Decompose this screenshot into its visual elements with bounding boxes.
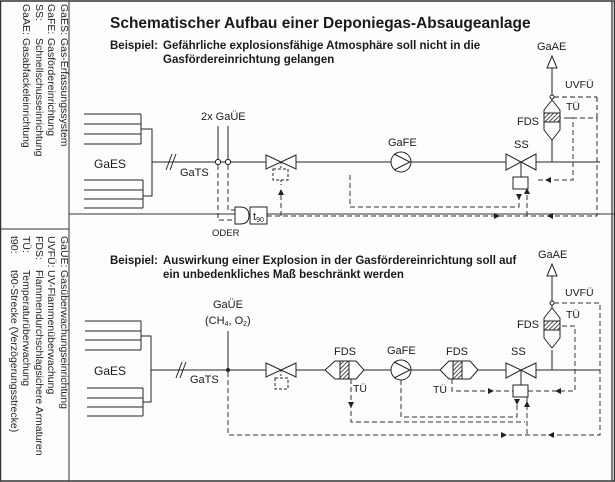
example2-line1: Auswirkung einer Explosion in der Gasför… <box>163 255 517 267</box>
gafe-label-2: GaFE <box>387 345 416 357</box>
t90-label: t90 <box>253 211 264 224</box>
gaae-label-2: GaAE <box>538 249 567 261</box>
example1-label: Beispiel: <box>110 40 158 52</box>
ss-label-2: SS <box>511 346 526 358</box>
fds-vertical-1 <box>543 99 561 141</box>
example-2: Beispiel: Auswirkung einer Explosion in … <box>85 249 601 438</box>
fds-label: FDS <box>517 116 539 128</box>
arrow-markers-1 <box>278 177 553 219</box>
fds3-label: FDS <box>517 319 539 331</box>
tue3-label: TÜ <box>566 309 580 321</box>
example2-line2: ein unbedenkliches Maß beschränkt werden <box>163 269 404 281</box>
uvfue-label: UVFÜ <box>565 79 594 91</box>
gaue-gases: (CH4, O2) <box>205 315 251 328</box>
ss-valve-1 <box>505 140 553 190</box>
tue-label: TÜ <box>566 101 580 113</box>
fds1-label: FDS <box>334 346 356 358</box>
valve-1 <box>265 154 297 185</box>
gaae-stack-1 <box>546 54 598 118</box>
gaae-label: GaAE <box>537 41 566 53</box>
uvfue-label-2: UVFÜ <box>565 287 594 299</box>
gats-label: GaTS <box>180 167 209 179</box>
gafe-pump-2 <box>390 359 412 381</box>
oder-label: ODER <box>212 228 240 239</box>
tue1-label: TÜ <box>353 383 367 395</box>
ss-label: SS <box>514 139 529 151</box>
diagram-title: Schematischer Aufbau einer Deponiegas-Ab… <box>110 15 531 32</box>
ss-valve-2 <box>505 350 553 398</box>
gaes-label-2: GaES <box>94 364 126 378</box>
gafe-label: GaFE <box>388 137 417 149</box>
gaes-label: GaES <box>94 157 126 171</box>
gaae-stack-2 <box>546 262 558 308</box>
gaue-label: 2x GaÜE <box>201 111 246 123</box>
fds-horizontal-2 <box>439 360 479 380</box>
gaes-pipes <box>84 113 600 209</box>
gaue-sensors <box>214 126 232 166</box>
gaue-label-2: GaÜE <box>213 299 243 311</box>
oder-gate <box>234 206 250 225</box>
signal-lines-1 <box>217 117 598 221</box>
gats-label-2: GaTS <box>190 374 219 386</box>
valve-2 <box>265 362 297 390</box>
arrow-markers-2 <box>348 388 561 438</box>
fds-vertical-2 <box>543 307 561 349</box>
example1-line1: Gefährliche explosionsfähige Atmosphäre … <box>163 40 480 52</box>
gafe-pump-1 <box>390 151 412 173</box>
tue2-label: TÜ <box>433 384 447 396</box>
example1-line2: Gasfördereinrichtung gelangen <box>163 54 334 66</box>
fds-horizontal-1 <box>324 360 365 380</box>
example-1: Beispiel: Gefährliche explosionsfähige A… <box>84 40 600 239</box>
example2-label: Beispiel: <box>110 255 158 267</box>
gaue-sensor-2 <box>226 331 230 372</box>
t90-box <box>249 206 268 225</box>
fds2-label: FDS <box>446 346 468 358</box>
